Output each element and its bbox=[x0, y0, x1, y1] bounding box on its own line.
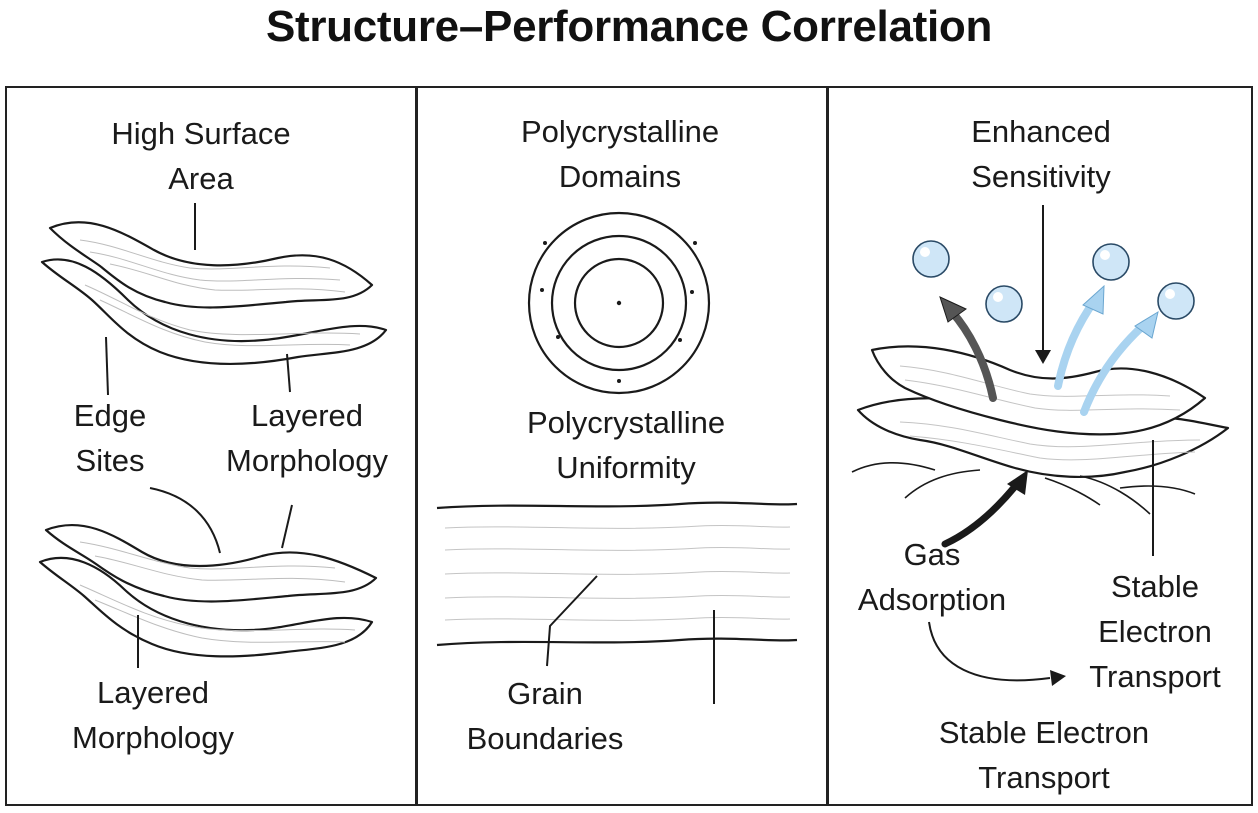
label-enhanced-sensitivity: Enhanced Sensitivity bbox=[912, 109, 1170, 199]
grain-boundary-leaders bbox=[546, 575, 715, 704]
label-enhanced-sensitivity-line1: Enhanced bbox=[971, 114, 1111, 149]
label-layered-morphology-bottom-line2: Morphology bbox=[72, 720, 234, 755]
label-grain-boundaries: Grain Boundaries bbox=[438, 671, 652, 761]
desorption-arrow-light-2 bbox=[1080, 310, 1159, 416]
desorption-arrow-light-1 bbox=[1054, 284, 1105, 390]
label-edge-sites: Edge Sites bbox=[40, 393, 180, 483]
desorption-arrow-dark bbox=[939, 296, 997, 402]
panel-structure bbox=[5, 86, 418, 806]
domain-dots bbox=[540, 241, 697, 383]
label-stable-electron-transport-side-line1: Stable bbox=[1111, 569, 1199, 604]
label-high-surface-area-line1: High Surface bbox=[111, 116, 291, 151]
label-stable-electron-transport-side: Stable Electron Transport bbox=[1070, 564, 1240, 699]
panel-performance bbox=[826, 86, 1253, 806]
label-stable-electron-transport-bottom-line2: Transport bbox=[978, 760, 1110, 795]
substrate-fibers bbox=[851, 461, 1196, 515]
adsorption-to-transport-arrow bbox=[928, 621, 1066, 686]
label-layered-morphology-top-line1: Layered bbox=[250, 398, 364, 433]
upper-leader-lines bbox=[105, 203, 291, 396]
label-polycrystalline-uniformity-line1: Polycrystalline bbox=[526, 405, 726, 440]
upper-sheet-texture bbox=[79, 239, 361, 347]
label-polycrystalline-uniformity: Polycrystalline Uniformity bbox=[484, 400, 768, 490]
label-stable-electron-transport-bottom-line1: Stable Electron bbox=[938, 715, 1150, 750]
label-stable-electron-transport-side-line3: Transport bbox=[1089, 659, 1221, 694]
sensitivity-down-arrow bbox=[1035, 205, 1051, 364]
label-layered-morphology-bottom: Layered Morphology bbox=[48, 670, 258, 760]
label-grain-boundaries-line2: Boundaries bbox=[466, 721, 624, 756]
molecule-highlights bbox=[920, 247, 1175, 302]
polycrystalline-domains-rings bbox=[527, 211, 711, 395]
lower-leader-lines bbox=[137, 487, 293, 668]
film-texture bbox=[444, 524, 791, 621]
label-gas-adsorption-line1: Gas bbox=[903, 537, 961, 572]
polycrystalline-film bbox=[436, 501, 798, 647]
adsorption-arrow-dark bbox=[941, 470, 1028, 548]
label-stable-electron-transport-bottom: Stable Electron Transport bbox=[900, 710, 1188, 800]
label-layered-morphology-top-line2: Morphology bbox=[226, 443, 388, 478]
panel-polycrystalline bbox=[415, 86, 829, 806]
label-layered-morphology-bottom-line1: Layered bbox=[96, 675, 210, 710]
sensor-layered-sheets bbox=[856, 345, 1230, 478]
label-polycrystalline-uniformity-line2: Uniformity bbox=[556, 450, 696, 485]
label-layered-morphology-top: Layered Morphology bbox=[202, 393, 412, 483]
label-polycrystalline-domains-line2: Domains bbox=[558, 159, 682, 194]
label-high-surface-area: High Surface Area bbox=[64, 111, 338, 201]
label-grain-boundaries-line1: Grain bbox=[507, 676, 583, 711]
label-polycrystalline-domains: Polycrystalline Domains bbox=[478, 109, 762, 199]
label-polycrystalline-domains-line1: Polycrystalline bbox=[520, 114, 720, 149]
label-edge-sites-line2: Sites bbox=[75, 443, 145, 478]
lower-sheet-texture bbox=[79, 541, 356, 643]
label-gas-adsorption: Gas Adsorption bbox=[832, 532, 1032, 622]
lower-layered-sheets bbox=[38, 523, 378, 658]
label-stable-electron-transport-side-line2: Electron bbox=[1098, 614, 1212, 649]
upper-layered-sheets bbox=[40, 221, 388, 365]
label-gas-adsorption-line2: Adsorption bbox=[857, 582, 1007, 617]
label-enhanced-sensitivity-line2: Sensitivity bbox=[971, 159, 1111, 194]
diagram-title: Structure–Performance Correlation bbox=[265, 2, 993, 51]
label-high-surface-area-line2: Area bbox=[168, 161, 234, 196]
sensor-sheet-texture bbox=[899, 365, 1201, 461]
label-edge-sites-line1: Edge bbox=[73, 398, 147, 433]
